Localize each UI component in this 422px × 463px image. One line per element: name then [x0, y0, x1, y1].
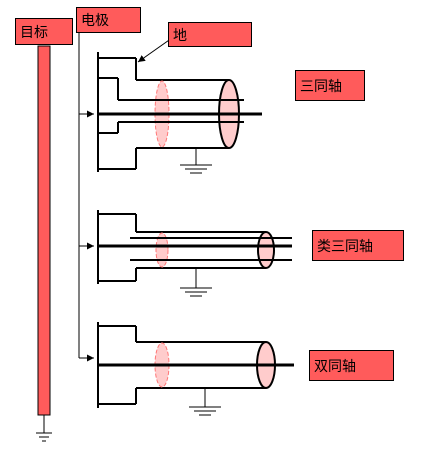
target-bar [37, 45, 51, 416]
coaxial-label: 双同轴 [309, 350, 394, 381]
electrode-label: 电极 [76, 7, 141, 33]
coaxial-ground-symbol [189, 388, 221, 416]
triaxial-label: 三同轴 [295, 70, 365, 101]
quasi-triaxial-assembly [97, 210, 292, 297]
coaxial-assembly [97, 322, 294, 416]
ground-label: 地 [168, 22, 252, 47]
quasi-triaxial-ground-symbol [180, 268, 212, 297]
target-ground-symbol [36, 415, 52, 442]
electrode-bus [78, 18, 94, 362]
quasi-triaxial-inner-ring [155, 232, 169, 268]
ground-pointer-arrow [137, 37, 173, 63]
triaxial-ground-symbol [180, 148, 212, 174]
target-label: 目标 [15, 18, 73, 45]
quasi-triaxial-label: 类三同轴 [312, 230, 404, 261]
triaxial-assembly [97, 52, 262, 174]
